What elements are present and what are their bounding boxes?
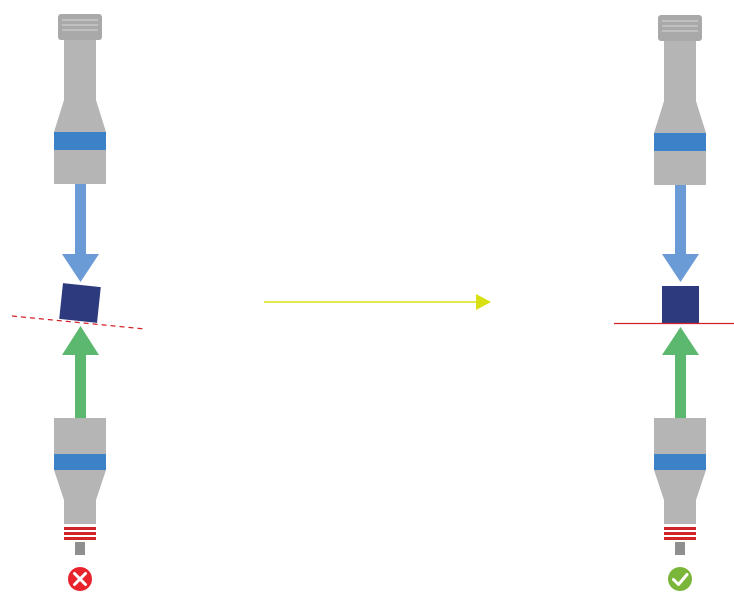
error-icon bbox=[68, 567, 92, 591]
up-arrow-icon bbox=[662, 327, 699, 418]
upper-probe bbox=[654, 15, 706, 185]
down-arrow-icon bbox=[662, 185, 699, 282]
sample-block bbox=[59, 283, 101, 323]
down-arrow-icon bbox=[62, 184, 99, 282]
up-arrow-icon bbox=[62, 326, 99, 418]
check-icon bbox=[668, 567, 692, 591]
lower-probe-blue-band bbox=[654, 454, 706, 470]
sample-block bbox=[662, 286, 699, 323]
lower-probe bbox=[54, 418, 106, 555]
upper-probe-blue-band bbox=[654, 133, 706, 151]
lower-probe-blue-band bbox=[54, 454, 106, 470]
panel-incorrect bbox=[11, 14, 146, 591]
contact-line-dashed bbox=[11, 315, 146, 330]
panel-correct bbox=[614, 15, 734, 591]
upper-probe-blue-band bbox=[54, 132, 106, 150]
upper-probe bbox=[54, 14, 106, 184]
lower-probe bbox=[654, 418, 706, 555]
arrow-right-icon bbox=[264, 294, 491, 310]
